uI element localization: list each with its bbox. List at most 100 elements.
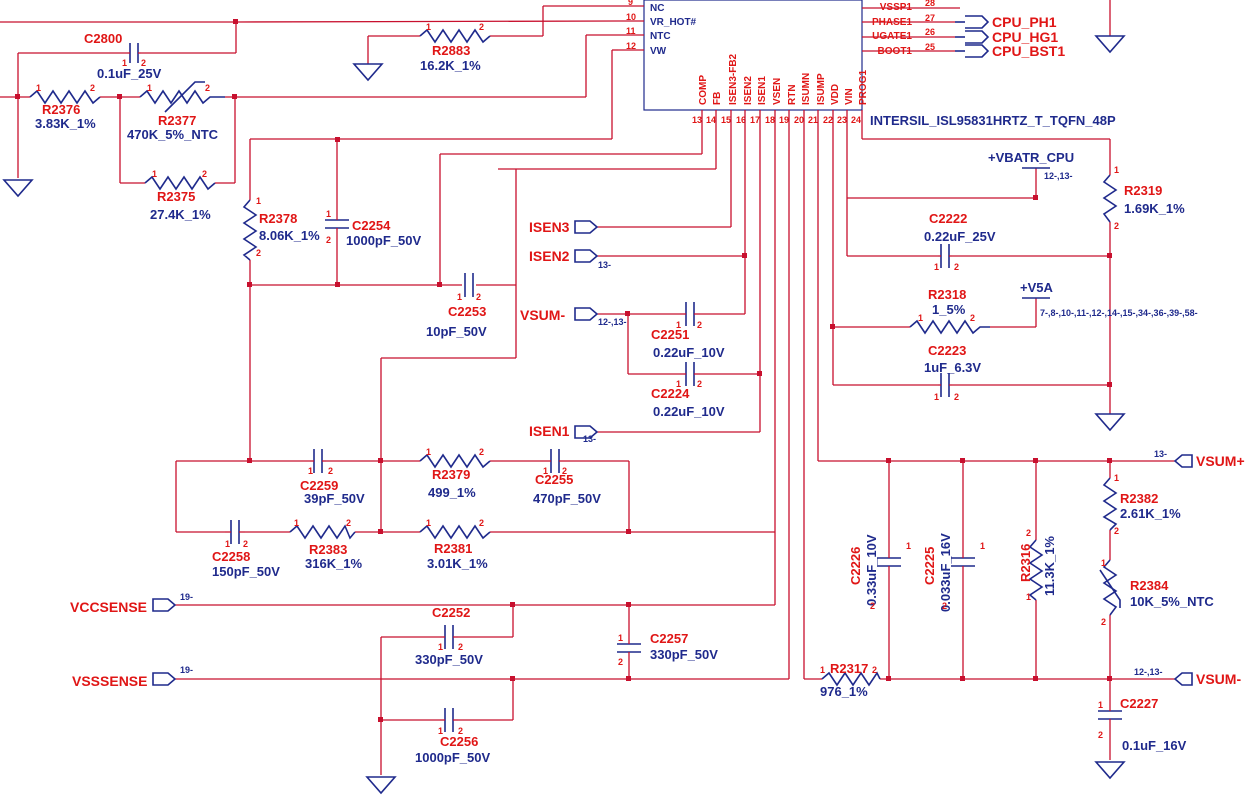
net-vsssense: VSSSENSE <box>72 673 147 689</box>
pin-mark: 1 <box>1098 700 1103 710</box>
val-r2883: 16.2K_1% <box>420 58 481 73</box>
net-vsum-minus-right: VSUM- <box>1196 671 1241 687</box>
ref-r2377: R2377 <box>158 113 196 128</box>
resistor-icon <box>909 319 990 335</box>
val-r2382: 2.61K_1% <box>1120 506 1181 521</box>
resistor-icon <box>29 89 101 105</box>
ic-bottom-pin-numbers: 13 14 15 16 17 18 19 20 21 22 23 24 <box>692 115 861 125</box>
connector-icon <box>965 30 990 44</box>
pin-mark: 2 <box>256 248 261 258</box>
pin-mark: 2 <box>346 518 351 528</box>
net-vsssense-ref: 19- <box>180 665 193 675</box>
pin-name-boot1: BOOT1 <box>878 46 913 57</box>
pin-mark: 2 <box>202 169 207 179</box>
pin-name-ntc: NTC <box>650 31 671 42</box>
pin-mark: 1 <box>934 262 939 272</box>
pin-mark: 1 <box>1101 558 1106 568</box>
net-vsum-plus-ref: 13- <box>1154 449 1167 459</box>
pin-mark: 1 <box>676 320 681 330</box>
pin-num-10: 10 <box>626 12 636 22</box>
ic-body <box>643 0 863 111</box>
ref-r2317: R2317 <box>830 661 868 676</box>
val-c2225: 0.033uF_16V <box>938 533 953 612</box>
connector-icon <box>1173 672 1193 686</box>
net-vccsense-ref: 19- <box>180 592 193 602</box>
val-c2259: 39pF_50V <box>304 491 365 506</box>
val-c2224: 0.22uF_10V <box>653 404 725 419</box>
val-r2377: 470K_5%_NTC <box>127 127 219 142</box>
connector-icon <box>965 15 990 29</box>
net-vsum-minus-left-ref: 12-,13- <box>598 317 627 327</box>
resistor-icon <box>821 671 881 687</box>
ground-icon <box>352 63 384 82</box>
pin-name-phase1: PHASE1 <box>872 17 912 28</box>
val-c2252: 330pF_50V <box>415 652 483 667</box>
ref-r2883: R2883 <box>432 43 470 58</box>
ref-c2252: C2252 <box>432 605 470 620</box>
pin-mark: 1 <box>36 83 41 93</box>
ic-bottom-pin-names: COMP FB ISEN3-FB2 ISEN2 ISEN1 VSEN RTN I… <box>698 53 869 105</box>
val-r2318: 1_5% <box>932 302 966 317</box>
ref-c2225: C2225 <box>922 547 937 585</box>
resistor-icon <box>1102 174 1118 223</box>
resistor-icon <box>419 524 491 540</box>
pin-mark: 2 <box>479 518 484 528</box>
pin-num-18: 18 <box>765 115 775 125</box>
pin-num-26: 26 <box>925 27 935 37</box>
pin-name-vw: VW <box>650 46 667 57</box>
pin-mark: 2 <box>872 665 877 675</box>
connector-icon <box>965 44 990 58</box>
ref-r2382: R2382 <box>1120 491 1158 506</box>
ref-c2255: C2255 <box>535 472 573 487</box>
pin-mark: 2 <box>697 320 702 330</box>
pin-mark: 1 <box>225 539 230 549</box>
connector-icon <box>1173 454 1193 468</box>
connector-icon <box>152 672 177 686</box>
wires <box>0 0 1175 775</box>
ref-c2257: C2257 <box>650 631 688 646</box>
pin-num-21: 21 <box>808 115 818 125</box>
connector-icon <box>574 249 599 263</box>
net-vsum-plus: VSUM+ <box>1196 453 1245 469</box>
ref-r2376: R2376 <box>42 102 80 117</box>
pin-mark: 1 <box>152 169 157 179</box>
pin-name-ugate1: UGATE1 <box>872 31 912 42</box>
pin-name-isumn: ISUMN <box>801 73 812 105</box>
ref-r2316: R2316 <box>1018 544 1033 582</box>
pin-num-15: 15 <box>721 115 731 125</box>
net-v5a-ref: 7-,8-,10-,11-,12-,14-,15-,34-,36-,39-,58… <box>1040 308 1198 318</box>
val-c2227: 0.1uF_16V <box>1122 738 1187 753</box>
pin-name-vsen: VSEN <box>772 78 783 105</box>
pin-name-vssp1: VSSP1 <box>880 2 913 13</box>
ref-r2375: R2375 <box>157 189 195 204</box>
pin-num-12: 12 <box>626 41 636 51</box>
pin-mark: 2 <box>328 466 333 476</box>
val-c2256: 1000pF_50V <box>415 750 490 765</box>
part-symbols <box>29 28 1122 732</box>
val-c2258: 150pF_50V <box>212 564 280 579</box>
pin-mark: 2 <box>1026 528 1031 538</box>
resistor-icon <box>1028 539 1044 601</box>
connector-icon <box>574 425 599 439</box>
pin-num-11: 11 <box>626 26 636 36</box>
val-r2316: 11.3K_1% <box>1042 536 1057 596</box>
pin-mark: 1 <box>438 642 443 652</box>
pin-mark: 2 <box>1114 526 1119 536</box>
resistor-icon <box>419 28 491 44</box>
val-r2319: 1.69K_1% <box>1124 201 1185 216</box>
connector-icon <box>574 220 599 234</box>
pin-name-rtn: RTN <box>787 84 798 105</box>
pin-mark: 1 <box>906 541 911 551</box>
ground-icon <box>2 179 34 198</box>
pin-mark: 1 <box>426 22 431 32</box>
net-vsum-minus-left: VSUM- <box>520 307 565 323</box>
val-r2381: 3.01K_1% <box>427 556 488 571</box>
thermistor-icon <box>1102 559 1118 616</box>
pin-mark: 2 <box>562 466 567 476</box>
pin-num-25: 25 <box>925 42 935 52</box>
pin-num-16: 16 <box>736 115 746 125</box>
net-isen1: ISEN1 <box>529 423 570 439</box>
val-r2384: 10K_5%_NTC <box>1130 594 1214 609</box>
pin-mark: 2 <box>458 726 463 736</box>
